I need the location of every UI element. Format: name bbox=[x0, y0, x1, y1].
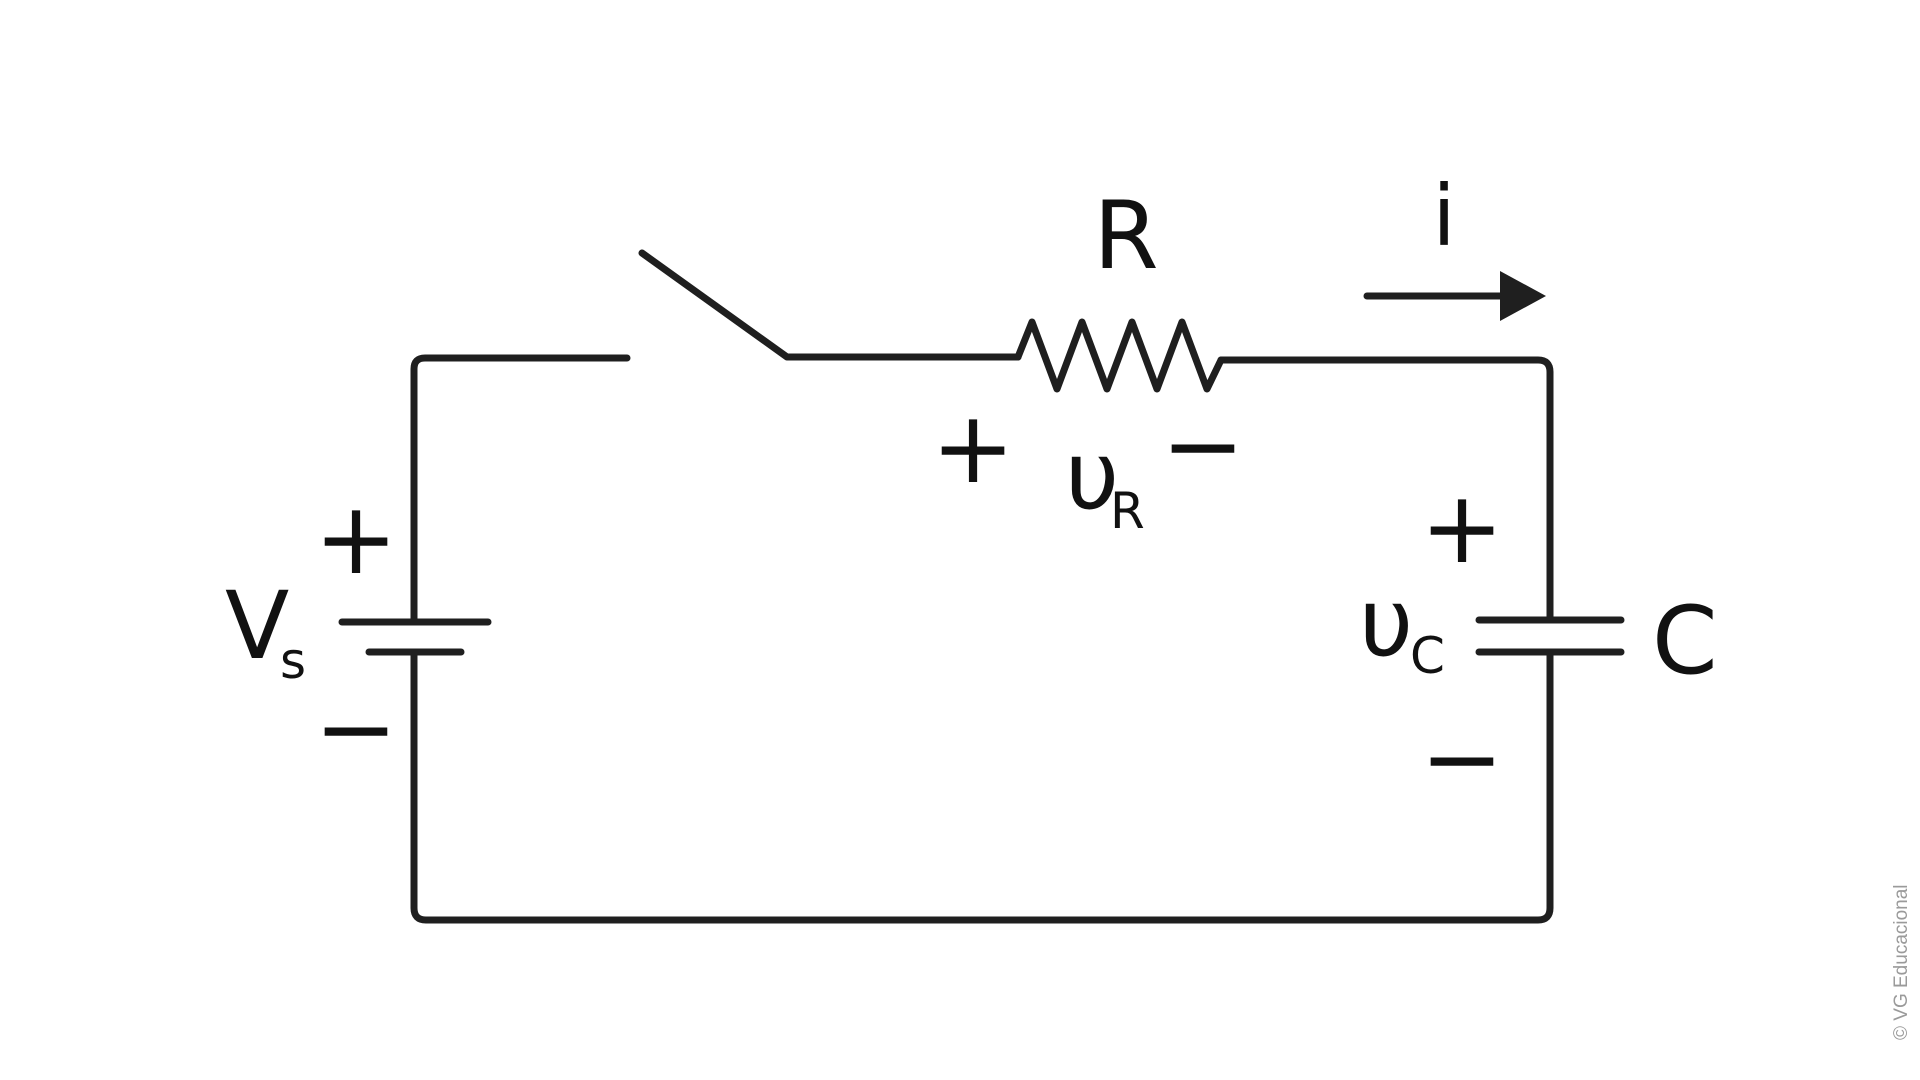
source-plus-sign: + bbox=[314, 480, 398, 597]
credit-text: © VG Educacional bbox=[1891, 884, 1912, 1040]
current-arrow-head bbox=[1500, 271, 1546, 321]
wire-source-to-switch bbox=[410, 354, 631, 626]
resistor-plus-sign: + bbox=[931, 389, 1015, 506]
resistor-label: R bbox=[1093, 182, 1158, 291]
capacitor-minus-sign: − bbox=[1420, 700, 1504, 817]
source-label: V bbox=[225, 572, 289, 681]
resistor-minus-sign: − bbox=[1161, 387, 1245, 504]
resistor-voltage-subscript: R bbox=[1110, 482, 1145, 540]
capacitor-plus-sign: + bbox=[1420, 469, 1504, 586]
resistor-voltage-symbol: υ bbox=[1065, 422, 1119, 531]
capacitor-voltage-symbol: υ bbox=[1359, 569, 1413, 678]
resistor-zigzag bbox=[1014, 318, 1225, 393]
capacitor-voltage-subscript: C bbox=[1410, 627, 1445, 685]
wire-capacitor-to-resistor bbox=[1217, 356, 1554, 624]
wire-source-bottom-loop bbox=[410, 648, 1554, 924]
current-label: i bbox=[1432, 167, 1455, 265]
switch-blade bbox=[638, 249, 1022, 361]
capacitor-label: C bbox=[1652, 587, 1718, 696]
source-label-subscript: s bbox=[280, 632, 306, 690]
source-minus-sign: − bbox=[314, 670, 398, 787]
